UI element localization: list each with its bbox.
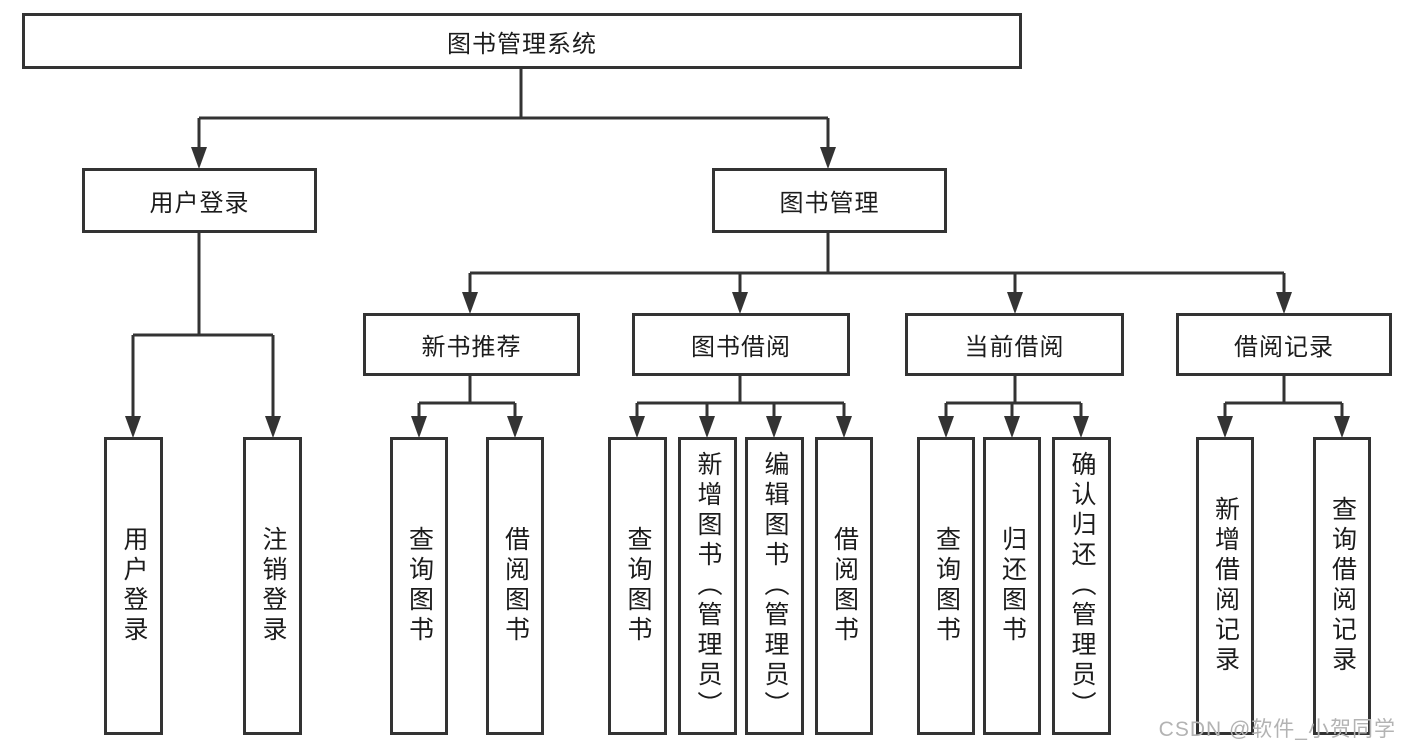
node-library-system-label: 图书管理系统 bbox=[447, 30, 597, 58]
leaf-query-book-recommend: 查询图书 bbox=[390, 437, 448, 735]
csdn-watermark: CSDN @软件_小贺同学 bbox=[1158, 718, 1396, 741]
leaf-borrow-book-borrowing: 借阅图书 bbox=[815, 437, 873, 735]
leaf-user-login-label: 用户登录 bbox=[120, 526, 148, 646]
leaf-query-book-current-label: 查询图书 bbox=[932, 526, 961, 646]
node-book-borrowing-label: 图书借阅 bbox=[691, 334, 791, 361]
node-borrow-records: 借阅记录 bbox=[1176, 313, 1392, 376]
leaf-return-book: 归还图书 bbox=[983, 437, 1041, 735]
node-borrow-records-label: 借阅记录 bbox=[1234, 334, 1334, 361]
leaf-query-book-recommend-label: 查询图书 bbox=[405, 526, 434, 646]
leaf-query-borrow-record-label: 查询借阅记录 bbox=[1328, 496, 1357, 676]
node-book-management: 图书管理 bbox=[712, 168, 947, 233]
leaf-add-borrow-record-label: 新增借阅记录 bbox=[1211, 496, 1240, 676]
node-new-book-recommend: 新书推荐 bbox=[363, 313, 580, 376]
leaf-query-book-borrowing: 查询图书 bbox=[608, 437, 667, 735]
leaf-edit-book-admin: 编辑图书（管理员） bbox=[745, 437, 804, 735]
node-user-login-label: 用户登录 bbox=[149, 190, 250, 217]
leaf-add-book-admin-label: 新增图书（管理员） bbox=[694, 451, 722, 721]
node-new-book-recommend-label: 新书推荐 bbox=[421, 334, 522, 361]
leaf-borrow-book-borrowing-label: 借阅图书 bbox=[830, 526, 859, 646]
node-book-management-label: 图书管理 bbox=[779, 190, 880, 217]
leaf-add-borrow-record: 新增借阅记录 bbox=[1196, 437, 1254, 735]
leaf-logout-label: 注销登录 bbox=[259, 526, 287, 646]
leaf-query-book-borrowing-label: 查询图书 bbox=[624, 526, 652, 646]
node-current-borrowing-label: 当前借阅 bbox=[964, 334, 1065, 361]
leaf-query-borrow-record: 查询借阅记录 bbox=[1313, 437, 1371, 735]
leaf-confirm-return-admin: 确认归还（管理员） bbox=[1052, 437, 1111, 735]
node-user-login: 用户登录 bbox=[82, 168, 317, 233]
leaf-borrow-book-recommend: 借阅图书 bbox=[486, 437, 544, 735]
arrowheads bbox=[125, 147, 1350, 438]
node-current-borrowing: 当前借阅 bbox=[905, 313, 1124, 376]
leaf-confirm-return-admin-label: 确认归还（管理员） bbox=[1068, 451, 1096, 721]
node-book-borrowing: 图书借阅 bbox=[632, 313, 850, 376]
leaf-edit-book-admin-label: 编辑图书（管理员） bbox=[761, 451, 789, 721]
leaf-borrow-book-recommend-label: 借阅图书 bbox=[501, 526, 530, 646]
leaf-return-book-label: 归还图书 bbox=[998, 526, 1027, 646]
node-library-system: 图书管理系统 bbox=[22, 13, 1022, 69]
leaf-user-login: 用户登录 bbox=[104, 437, 163, 735]
leaf-logout: 注销登录 bbox=[243, 437, 302, 735]
leaf-add-book-admin: 新增图书（管理员） bbox=[678, 437, 737, 735]
leaf-query-book-current: 查询图书 bbox=[917, 437, 975, 735]
